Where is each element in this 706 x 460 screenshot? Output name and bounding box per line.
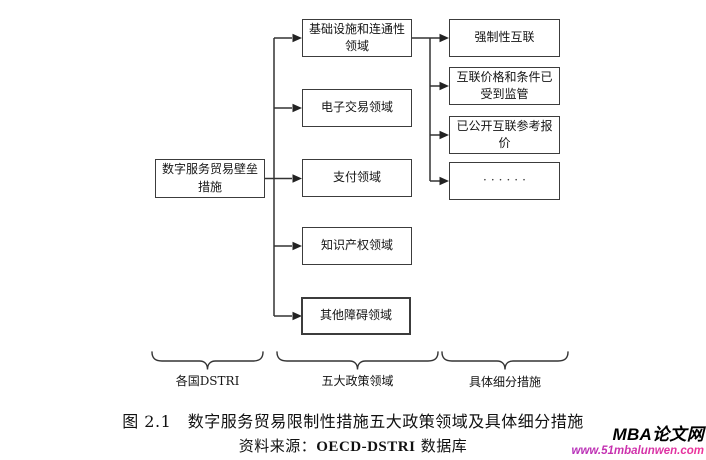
node-sub-measure-regulated-pricing: 互联价格和条件已 受到监管 — [449, 67, 560, 105]
brace-label-country-dstri: 各国DSTRI — [175, 374, 240, 388]
underbrace — [276, 351, 439, 370]
brace-label-policy-areas: 五大政策领域 — [321, 374, 394, 388]
node-root: 数字服务贸易壁垒 措施 — [155, 159, 265, 198]
node-sub-measure-ellipsis: ······ — [449, 162, 560, 200]
figure-source-suffix: 数据库 — [415, 437, 468, 455]
underbraces — [151, 351, 569, 370]
figure-source: 资料来源：OECD-DSTRI 数据库 — [0, 435, 706, 456]
underbrace — [441, 351, 569, 370]
brace-label-sub-measures: 具体细分措施 — [468, 375, 541, 389]
node-policy-area-etransactions: 电子交易领域 — [302, 89, 412, 127]
underbrace — [151, 351, 264, 370]
node-policy-area-ip: 知识产权领域 — [302, 227, 412, 265]
node-sub-measure-mandatory-interconnection: 强制性互联 — [449, 19, 560, 57]
figure-source-database: OECD-DSTRI — [316, 439, 416, 455]
watermark-site-url[interactable]: www.51mbalunwen.com — [474, 445, 705, 458]
node-policy-area-payment: 支付领域 — [302, 159, 412, 197]
watermark: MBA论文网 www.51mbalunwen.com — [474, 425, 705, 458]
arrowheads — [292, 33, 449, 321]
watermark-site-name: MBA论文网 — [612, 425, 704, 444]
node-policy-area-other: 其他障碍领域 — [301, 297, 411, 335]
node-sub-measure-published-reference-offer: 已公开互联参考报 价 — [449, 116, 560, 154]
figure-source-prefix: 资料来源： — [238, 437, 317, 455]
node-policy-area-infrastructure: 基础设施和连通性 领域 — [302, 19, 412, 57]
figure-caption: 图 2.1 数字服务贸易限制性措施五大政策领域及具体细分措施 — [122, 412, 584, 431]
